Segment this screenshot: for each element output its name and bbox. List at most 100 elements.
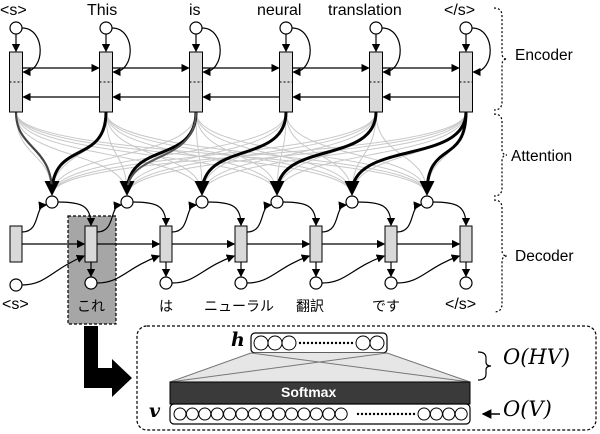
projection-line [169,352,252,383]
source-word-eos: </s> [444,2,476,19]
ellipsis-dot [400,412,404,416]
decoder-state-4 [309,225,323,263]
ellipsis-dot [364,412,368,416]
faint-attention-link [126,111,467,196]
ellipsis-dot [396,412,400,416]
context-node [45,195,59,209]
vocab-unit [198,407,212,421]
embedding-side-arrow [201,27,221,77]
source-word-this: This [87,2,118,19]
feedback-arrow [21,254,86,286]
feedback-arrow [171,254,236,284]
context-to-decoder-arrow [357,201,396,227]
ellipsis-dot [392,412,396,416]
source-embedding-node [99,21,113,35]
context-to-decoder-arrow [432,201,471,227]
vocab-cost-label: O(V) [503,397,552,421]
embedding-side-arrow [291,27,311,77]
feedback-arrow [246,254,311,284]
output-node [459,276,473,290]
ellipsis-dot [408,412,412,416]
faint-attention-link [105,111,278,196]
faint-attention-link [15,111,428,196]
embedding-side-arrow [21,27,41,77]
faint-attention-link [201,111,467,196]
context-node [120,195,134,209]
target-word-bos: <s> [2,296,29,313]
state-to-context-arrow [321,201,348,233]
faint-attention-link [105,111,428,196]
decoder-state-3 [234,225,248,263]
ellipsis-dot [330,341,334,345]
vocab-unit [334,407,348,421]
softmax-label: Softmax [281,384,337,400]
hidden-unit [253,335,269,351]
context-to-decoder-arrow [207,201,246,227]
ellipsis-dot [314,341,318,345]
target-word-desu: です [372,298,400,314]
faint-attention-link [126,111,377,196]
network-structure [9,7,508,397]
ellipsis-dot [380,412,384,416]
projection-line [169,352,388,383]
softmax-cost-brace [477,351,492,381]
state-to-context-arrow [96,201,123,233]
feedback-arrow [96,254,161,284]
ellipsis-dot [326,341,330,345]
attention-brace [493,113,508,197]
vocab-unit [185,407,199,421]
decoder-state-1 [84,225,98,263]
attention-weights-strong [14,111,468,196]
strong-attention-link [44,111,108,196]
output-node [309,276,323,290]
encoder-label: Encoder [515,47,573,64]
faint-attention-link [201,111,377,196]
ellipsis-dot [322,341,326,345]
strong-attention-link [419,111,468,196]
bos-output-node [9,278,23,292]
target-word-eos: </s> [445,296,477,313]
faint-attention-link [195,111,428,196]
vocab-unit [322,407,336,421]
ellipsis-dot [376,412,380,416]
ellipsis-dot [412,412,416,416]
vocab-unit [454,407,468,421]
context-node [270,195,284,209]
ellipsis-dot [404,412,408,416]
softmax-cost-label: O(HV) [503,345,571,369]
faint-attention-link [15,111,278,196]
vocab-unit [223,407,237,421]
embedding-side-arrow [471,27,491,77]
state-to-context-arrow [246,201,273,233]
ellipsis-dot [302,341,306,345]
ellipsis-dot [334,341,338,345]
vocab-unit [235,407,249,421]
ellipsis-dot [360,412,364,416]
target-word-neural: ニューラル [204,298,274,314]
embedding-side-arrow [381,27,401,77]
ellipsis-dot [306,341,310,345]
vocab-unit [260,407,274,421]
source-word-translation: translation [328,2,402,19]
zoom-arrow [84,326,132,397]
faint-attention-link [15,111,203,196]
context-node [195,195,209,209]
source-embedding-node [279,21,293,35]
context-to-decoder-arrow [132,201,171,227]
vocab-unit [297,407,311,421]
hidden-unit [355,335,371,351]
source-embedding-node [459,21,473,35]
ellipsis-dot [298,341,302,345]
vocab-vector-symbol: v [149,400,161,422]
strong-attention-link [344,111,468,196]
vocab-unit [285,407,299,421]
target-word-honyaku: 翻訳 [296,298,324,314]
ellipsis-dot [384,412,388,416]
ellipsis-dot [310,341,314,345]
vocab-unit [309,407,323,421]
decoder-brace [493,199,508,313]
source-embedding-node [369,21,383,35]
ellipsis-dot [338,341,342,345]
decoder-label: Decoder [515,248,574,265]
vocab-unit [442,407,456,421]
